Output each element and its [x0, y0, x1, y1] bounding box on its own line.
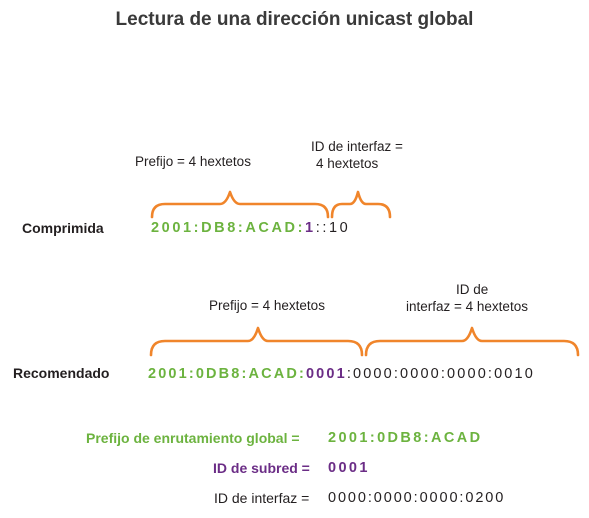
- compressed-prefix-part: 2001:DB8:ACAD:: [151, 220, 306, 236]
- compressed-iid-caption-line1: ID de interfaz =: [311, 139, 403, 154]
- recommended-iid-caption-line1: ID de: [456, 282, 489, 297]
- compressed-address: 2001:DB8:ACAD:1::10: [151, 220, 350, 236]
- routing-prefix-value: 2001:0DB8:ACAD: [328, 430, 483, 446]
- compressed-row-label: Comprimida: [22, 220, 104, 236]
- interface-id-label: ID de interfaz =: [214, 490, 310, 506]
- recommended-iid-brace: [364, 326, 580, 357]
- compressed-iid-caption-line2: 4 hextetos: [316, 156, 379, 171]
- compressed-subnet-part: 1: [305, 220, 316, 236]
- recommended-prefix-part: 2001:0DB8:ACAD:: [148, 366, 306, 382]
- recommended-iid-part: :0000:0000:0000:0010: [346, 366, 535, 382]
- recommended-subnet-part: 0001: [305, 366, 347, 382]
- routing-prefix-label: Prefijo de enrutamiento global =: [86, 430, 300, 446]
- diagram-title: Lectura de una dirección unicast global: [115, 9, 474, 30]
- recommended-prefix-caption: Prefijo = 4 hextetos: [209, 298, 325, 313]
- compressed-prefix-brace: [150, 190, 330, 219]
- recommended-address: 2001:0DB8:ACAD:0001:0000:0000:0000:0010: [148, 366, 535, 382]
- subnet-id-value: 0001: [328, 460, 370, 476]
- subnet-id-label: ID de subred =: [213, 460, 310, 476]
- recommended-row-label: Recomendado: [13, 365, 110, 381]
- recommended-prefix-brace: [149, 326, 364, 357]
- recommended-iid-caption-line2: interfaz = 4 hextetos: [406, 299, 528, 314]
- interface-id-value: 0000:0000:0000:0200: [328, 490, 506, 506]
- compressed-prefix-caption: Prefijo = 4 hextetos: [135, 154, 251, 169]
- compressed-iid-brace: [330, 190, 392, 219]
- compressed-iid-part: ::10: [315, 220, 351, 236]
